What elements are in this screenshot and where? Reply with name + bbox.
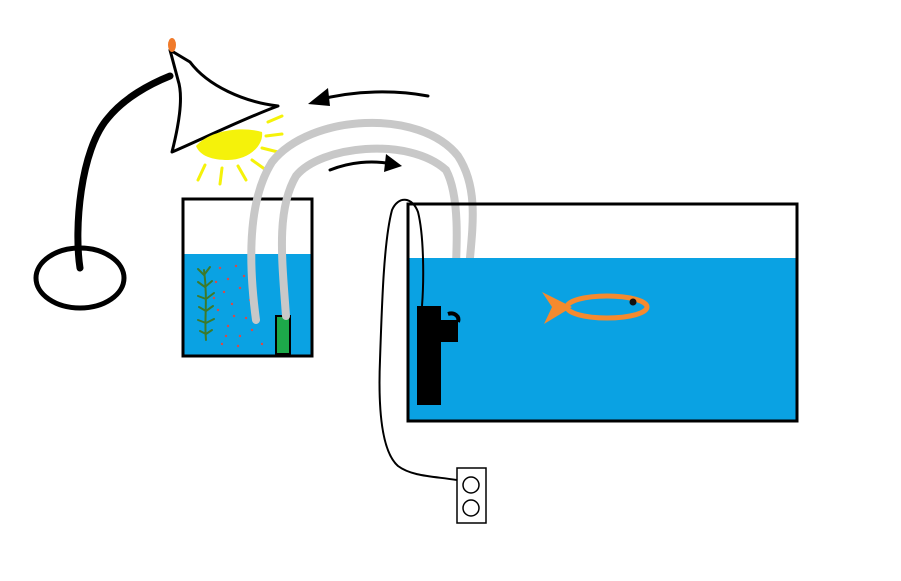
- outlet-socket-bottom: [462, 499, 480, 517]
- ray: [218, 166, 224, 186]
- lamp-tip: [168, 38, 176, 52]
- fish-icon: [542, 292, 650, 324]
- filter-unit: [417, 306, 441, 405]
- plant-icon: [197, 266, 215, 341]
- small-tank: [181, 197, 314, 358]
- light-rays-icon: [196, 114, 284, 186]
- ray: [260, 146, 280, 154]
- lamp-arm: [74, 72, 174, 272]
- ray: [264, 132, 284, 138]
- bulb-glow: [196, 129, 263, 160]
- filter-outlet: [441, 320, 458, 342]
- arrow-middle: [328, 154, 402, 172]
- outlet-socket-top: [462, 476, 480, 494]
- red-particles: [212, 264, 264, 348]
- lamp-shade: [168, 48, 280, 154]
- ray: [196, 163, 207, 182]
- arrow-top: [308, 88, 430, 106]
- arrow-head-icon: [384, 154, 402, 172]
- power-cord: [378, 198, 469, 483]
- main-tank-outline: [406, 202, 799, 423]
- pump-green: [275, 315, 291, 355]
- arrow-head-icon: [308, 88, 330, 106]
- ray: [250, 158, 268, 172]
- desk-lamp-icon: [33, 38, 280, 311]
- ray: [236, 164, 248, 182]
- tube-inner: [277, 144, 461, 320]
- main-tank: [406, 202, 799, 423]
- main-tank-water: [409, 258, 797, 421]
- small-tank-water: [184, 254, 311, 355]
- small-tank-outline: [181, 197, 314, 358]
- power-outlet-icon: [456, 467, 487, 524]
- fish-eye: [629, 298, 637, 306]
- ray: [266, 114, 284, 124]
